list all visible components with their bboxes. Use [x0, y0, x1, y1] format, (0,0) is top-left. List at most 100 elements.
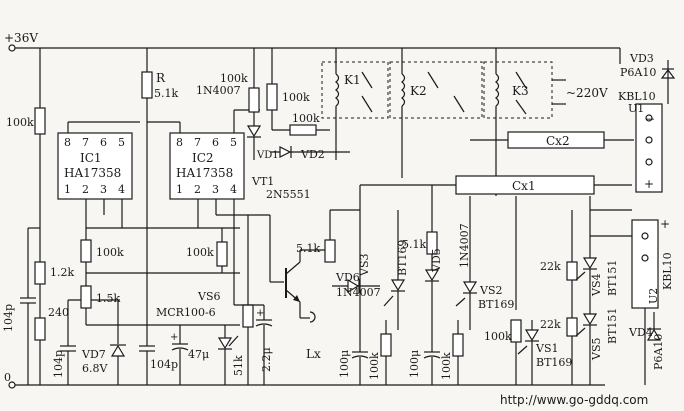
resistor-100k-k-label: 100k — [292, 112, 320, 125]
resistor-240-label: 240 — [48, 306, 69, 319]
vs3-label: VS3 — [358, 254, 371, 277]
vs2-stage: 5.1k VD5 1N4007 VS2 BT169 100μ 100k — [402, 185, 514, 385]
u1-plus: + — [644, 177, 654, 191]
vd1-label: VD1 — [256, 150, 279, 161]
resistor-r-label: R — [156, 71, 166, 85]
mcr-area: 104p + 47μ VS6 MCR100-6 — [130, 290, 240, 385]
vs4-part-label: BT151 — [606, 260, 619, 296]
vs3-part-label: BT169 — [396, 240, 409, 276]
vd5-label: VD5 — [430, 248, 443, 273]
vd5-part-label: 1N4007 — [458, 223, 471, 268]
vd3-label: VD3 — [629, 52, 654, 65]
relay-ac-label: ~220V — [566, 86, 608, 100]
vd4-part-label: P6A10 — [652, 334, 665, 370]
vd7-voltage: 6.8V — [82, 362, 108, 375]
u2-part-label: KBL10 — [661, 252, 674, 290]
ic1-pin4: 4 — [118, 183, 125, 196]
bridge-u2: + U2 KBL10 — [631, 217, 674, 385]
u1-part-label: KBL10 — [618, 90, 656, 103]
cap-104p-b-label: 104p — [52, 350, 65, 378]
resistor-5-1k-vt-label: 5.1k — [296, 242, 320, 255]
diode-vd4: VD4 P6A10 — [628, 312, 665, 370]
vs2-part-label: BT169 — [478, 298, 514, 311]
lx-label: Lx — [306, 347, 321, 361]
cap-2-2u-label: 2.2μ — [260, 347, 273, 372]
ic2-pin5: 5 — [230, 136, 237, 149]
vd6-label: VD6 — [335, 271, 360, 284]
resistor-51k-label: 51k — [232, 355, 245, 376]
resistor-100k-vs2-label: 100k — [440, 352, 453, 380]
vs3-stage: VD6 1N4007 VS3 BT169 100μ 100k — [332, 185, 409, 385]
ic2-chip: 8 7 6 5 IC2 HA17358 1 2 3 4 — [147, 109, 260, 305]
supply-rails: +36V 0 — [4, 31, 620, 389]
vd6-part-label: 1N4007 — [336, 286, 381, 299]
resistor-r-5-1k: R 5.1k — [141, 48, 178, 345]
ic2-pin1: 1 — [176, 183, 183, 196]
u1-minus: − — [645, 112, 655, 126]
ic1-part: HA17358 — [64, 166, 121, 180]
bridge-u1: − + KBL10 U1 VD3 P6A10 — [618, 48, 676, 193]
ic2-part: HA17358 — [176, 166, 233, 180]
ic2-pin4: 4 — [230, 183, 237, 196]
ground-terminal — [8, 381, 16, 389]
supply-36v-label: +36V — [4, 31, 38, 45]
resistor-r-value: 5.1k — [154, 87, 178, 100]
vs6-part-label: MCR100-6 — [156, 306, 216, 319]
cap-100u-b-label: 100μ — [408, 350, 421, 378]
resistor-22k-a-label: 22k — [540, 260, 561, 273]
cap-104p-c-label: 104p — [150, 358, 178, 371]
resistor-22k-b-label: 22k — [540, 318, 561, 331]
cx2-label: Cx2 — [546, 134, 570, 148]
u2-plus: + — [660, 217, 670, 231]
cap-cx1: Cx1 — [360, 175, 632, 195]
ic2-pin6: 6 — [212, 136, 219, 149]
ic2-pin3: 3 — [212, 183, 219, 196]
cap-104p-a-label: 104p — [2, 304, 15, 332]
left-lower-network: 104p 1.2k 240 104p VD7 6.8V — [2, 227, 126, 385]
resistor-100k-top2-label: 100k — [282, 91, 310, 104]
d-1n4007-top-label: 1N4007 — [196, 84, 241, 97]
cap-100u-a-label: 100μ — [338, 350, 351, 378]
vs4-label: VS4 — [590, 274, 603, 297]
resistor-100k-vs1-label: 100k — [484, 330, 512, 343]
vd4-label: VD4 — [628, 326, 653, 339]
ic1-chip: 8 7 6 5 IC1 HA17358 1 2 3 4 — [57, 121, 140, 240]
ic2-pin7: 7 — [194, 136, 201, 149]
ic1-pin8: 8 — [64, 136, 71, 149]
relay-k1-label: K1 — [344, 73, 361, 87]
resistor-1-2k-label: 1.2k — [50, 266, 74, 279]
u1-label: U1 — [628, 102, 644, 115]
resistor-100k-left-label: 100k — [6, 116, 34, 129]
relay-k2-label: K2 — [410, 84, 427, 98]
relay-block: K1 K2 K3 ~220V — [321, 48, 608, 196]
positive-terminal — [8, 44, 16, 52]
resistor-100k-left: 100k — [6, 48, 46, 228]
ic2-name: IC2 — [192, 151, 214, 165]
cap-47u-label: 47μ — [188, 348, 209, 361]
resistor-1-5k-label: 1.5k — [96, 292, 120, 305]
top-resistor-diode-network: 1N4007 100k VD1 100k 100k VD2 — [196, 48, 350, 161]
transistor-vt1: VT1 2N5551 5.1k Lx — [251, 175, 360, 361]
resistor-100k-top1-label: 100k — [220, 72, 248, 85]
resistor-100k-mid2-label: 100k — [186, 246, 214, 259]
vs5-part-label: BT151 — [606, 308, 619, 344]
vt1-label: VT1 — [251, 175, 274, 188]
vs2-label: VS2 — [479, 284, 502, 297]
ic1-name: IC1 — [80, 151, 102, 165]
vs1-stage: 100k VS1 BT169 22k 22k VS4 BT151 VS5 BT1… — [484, 196, 632, 385]
ic1-pin7: 7 — [82, 136, 89, 149]
vd7-label: VD7 — [81, 348, 106, 361]
ic1-pin5: 5 — [118, 136, 125, 149]
timing-network: 51k + 2.2μ — [216, 214, 273, 385]
u2-label: U2 — [647, 288, 660, 304]
vs1-label: VS1 — [535, 342, 558, 355]
cap-47u-plus: + — [170, 332, 178, 343]
cap-cx2: Cx2 — [470, 131, 634, 149]
vs5-label: VS5 — [590, 338, 603, 361]
resistor-100k-mid1-label: 100k — [96, 246, 124, 259]
relay-k3-label: K3 — [512, 84, 529, 98]
cap-2-2u-plus: + — [256, 308, 264, 319]
vd3-part-label: P6A10 — [620, 66, 656, 79]
ic2-pin2: 2 — [194, 183, 201, 196]
